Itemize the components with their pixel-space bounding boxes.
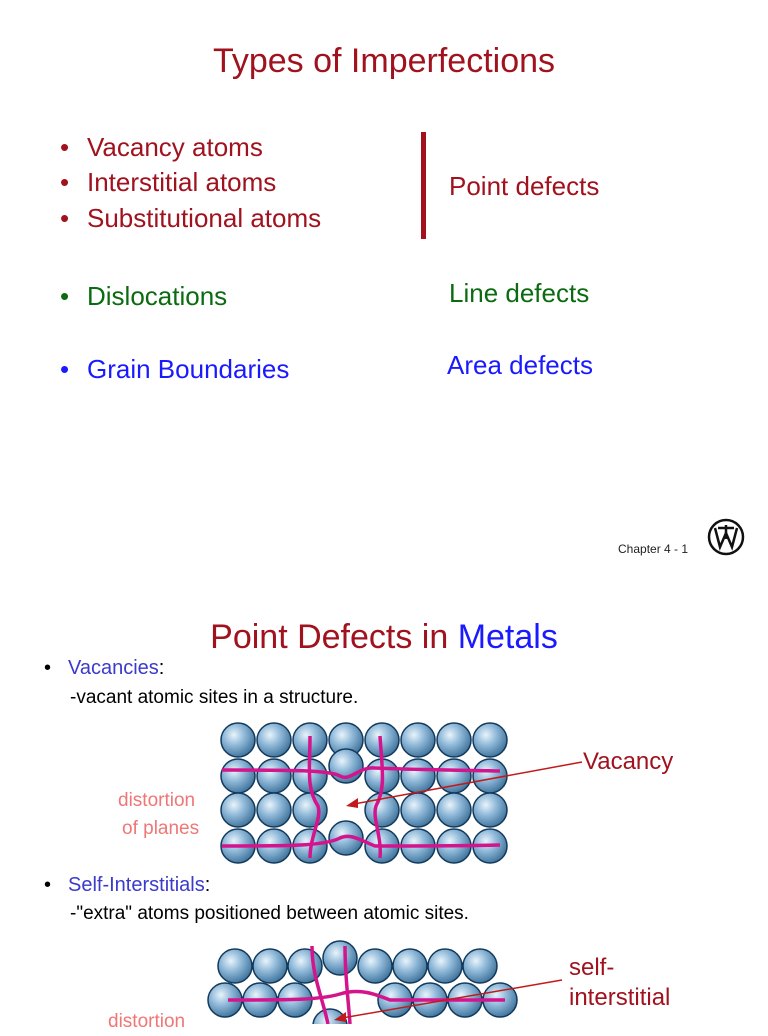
bullet-text: Interstitial atoms <box>87 167 277 197</box>
interstitial-lattice-diagram <box>207 940 518 1024</box>
distortion-planes <box>221 735 501 859</box>
self-interstitial-callout-line2: interstitial <box>569 984 671 1011</box>
atom <box>252 948 288 984</box>
bullet-vacancy-atoms: • Vacancy atoms <box>60 132 263 163</box>
slide2-title: Point Defects in Metals <box>0 618 768 657</box>
bullet-dot: • <box>60 203 70 233</box>
distortion-label-line1: distortion <box>118 790 196 811</box>
bullet-dot: • <box>60 281 70 311</box>
self-interstitials-bullet: • Self-Interstitials: <box>44 874 210 897</box>
atom <box>472 722 508 758</box>
atom <box>256 792 292 828</box>
bullet-text: Grain Boundaries <box>87 354 290 384</box>
atom <box>256 758 292 794</box>
bullet-text: Substitutional atoms <box>87 203 322 233</box>
bullet-dot: • <box>60 354 70 384</box>
distortion-label-partial: distortion <box>108 1011 186 1032</box>
self-interstitial-callout-line1: self- <box>569 954 615 981</box>
bullet-interstitial-atoms: • Interstitial atoms <box>60 167 276 198</box>
atom <box>322 940 358 976</box>
bullet-dislocations: • Dislocations <box>60 281 227 312</box>
point-defects-label: Point defects <box>449 171 600 201</box>
vacancies-bullet: • Vacancies: <box>44 657 164 680</box>
vacancies-label: Vacancies <box>68 657 159 679</box>
colon: : <box>158 657 165 679</box>
slide1-title: Types of Imperfections <box>212 42 556 80</box>
bullet-dot: • <box>60 167 70 197</box>
self-interstitials-description: -"extra" atoms positioned between atomic… <box>70 903 469 924</box>
atom <box>400 722 436 758</box>
distortion-label-line2: of planes <box>122 818 200 839</box>
line-defects-label: Line defects <box>449 278 590 308</box>
area-defects-label: Area defects <box>447 350 593 380</box>
title-part-metals: Metals <box>457 618 558 656</box>
chapter-footer: Chapter 4 - 1 <box>618 542 689 556</box>
title-part-point-defects: Point Defects in <box>210 618 458 656</box>
atom <box>292 792 328 828</box>
vacancy-pointer-arrow <box>346 761 583 808</box>
bullet-text: Dislocations <box>87 281 228 311</box>
atom <box>436 722 472 758</box>
atom <box>220 722 256 758</box>
publisher-logo-icon <box>707 518 745 556</box>
atom <box>217 948 253 984</box>
vacancies-description: -vacant atomic sites in a structure. <box>70 687 359 708</box>
bullet-grain-boundaries: • Grain Boundaries <box>60 354 289 385</box>
bullet-text: Vacancy atoms <box>87 132 263 162</box>
atom <box>427 948 463 984</box>
atom <box>392 948 428 984</box>
bullet-dot: • <box>44 657 52 679</box>
atom <box>220 792 256 828</box>
atom <box>436 792 472 828</box>
self-interstitial-pointer-arrow <box>334 979 563 1022</box>
atom <box>256 722 292 758</box>
point-defects-bracket <box>421 132 426 239</box>
atom <box>357 948 393 984</box>
bullet-dot: • <box>44 874 52 896</box>
bullet-substitutional-atoms: • Substitutional atoms <box>60 203 321 234</box>
self-interstitials-label: Self-Interstitials <box>68 874 205 896</box>
bullet-dot: • <box>60 132 70 162</box>
atom <box>400 792 436 828</box>
atom <box>472 792 508 828</box>
colon: : <box>204 874 211 896</box>
atom <box>462 948 498 984</box>
vacancy-lattice-diagram <box>220 722 508 864</box>
vacancy-callout: Vacancy <box>583 748 674 775</box>
atom <box>220 758 256 794</box>
